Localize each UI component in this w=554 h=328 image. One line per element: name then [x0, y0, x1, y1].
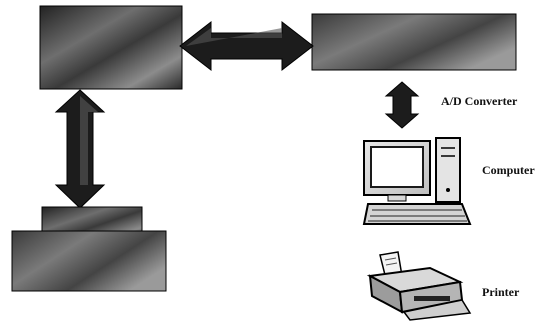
horizontal-double-arrow	[180, 22, 313, 70]
top-right-device-block	[312, 14, 516, 70]
ad-converter-arrow	[386, 82, 418, 128]
ad-converter-label: A/D Converter	[441, 94, 517, 109]
computer-icon	[364, 138, 470, 224]
computer-label: Computer	[482, 163, 535, 178]
bottom-left-stacked-device	[12, 207, 166, 291]
top-left-device-block	[40, 6, 182, 89]
printer-label: Printer	[482, 285, 519, 300]
vertical-double-arrow	[56, 90, 104, 208]
printer-icon	[370, 252, 470, 320]
